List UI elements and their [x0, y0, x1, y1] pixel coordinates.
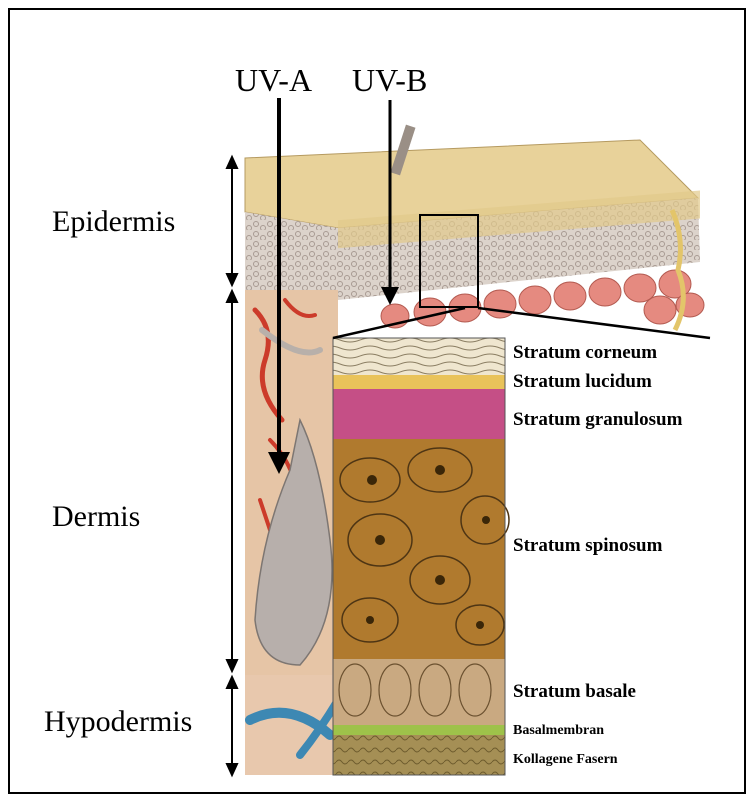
stratum-lucidum-label: Stratum lucidum — [513, 371, 652, 393]
hypodermis-label: Hypodermis — [44, 705, 192, 739]
dermis-label: Dermis — [52, 500, 140, 534]
basalmembran-band — [333, 725, 505, 735]
layer-column — [333, 338, 509, 775]
kollagene-fasern-label: Kollagene Fasern — [513, 752, 618, 768]
kollagen-band — [333, 735, 505, 775]
stratum-basale-label: Stratum basale — [513, 681, 636, 703]
uvb-label: UV-B — [352, 62, 427, 99]
stratum-granulosum-band — [333, 389, 505, 439]
stratum-granulosum-label: Stratum granulosum — [513, 409, 682, 431]
region-brackets — [227, 157, 237, 775]
stratum-corneum-band — [333, 338, 505, 375]
stratum-spinosum-label: Stratum spinosum — [513, 535, 662, 557]
stratum-corneum-label: Stratum corneum — [513, 342, 657, 364]
basalmembran-label: Basalmembran — [513, 723, 604, 739]
stratum-lucidum-band — [333, 375, 505, 389]
uva-label: UV-A — [235, 62, 312, 99]
epidermis-label: Epidermis — [52, 205, 175, 239]
